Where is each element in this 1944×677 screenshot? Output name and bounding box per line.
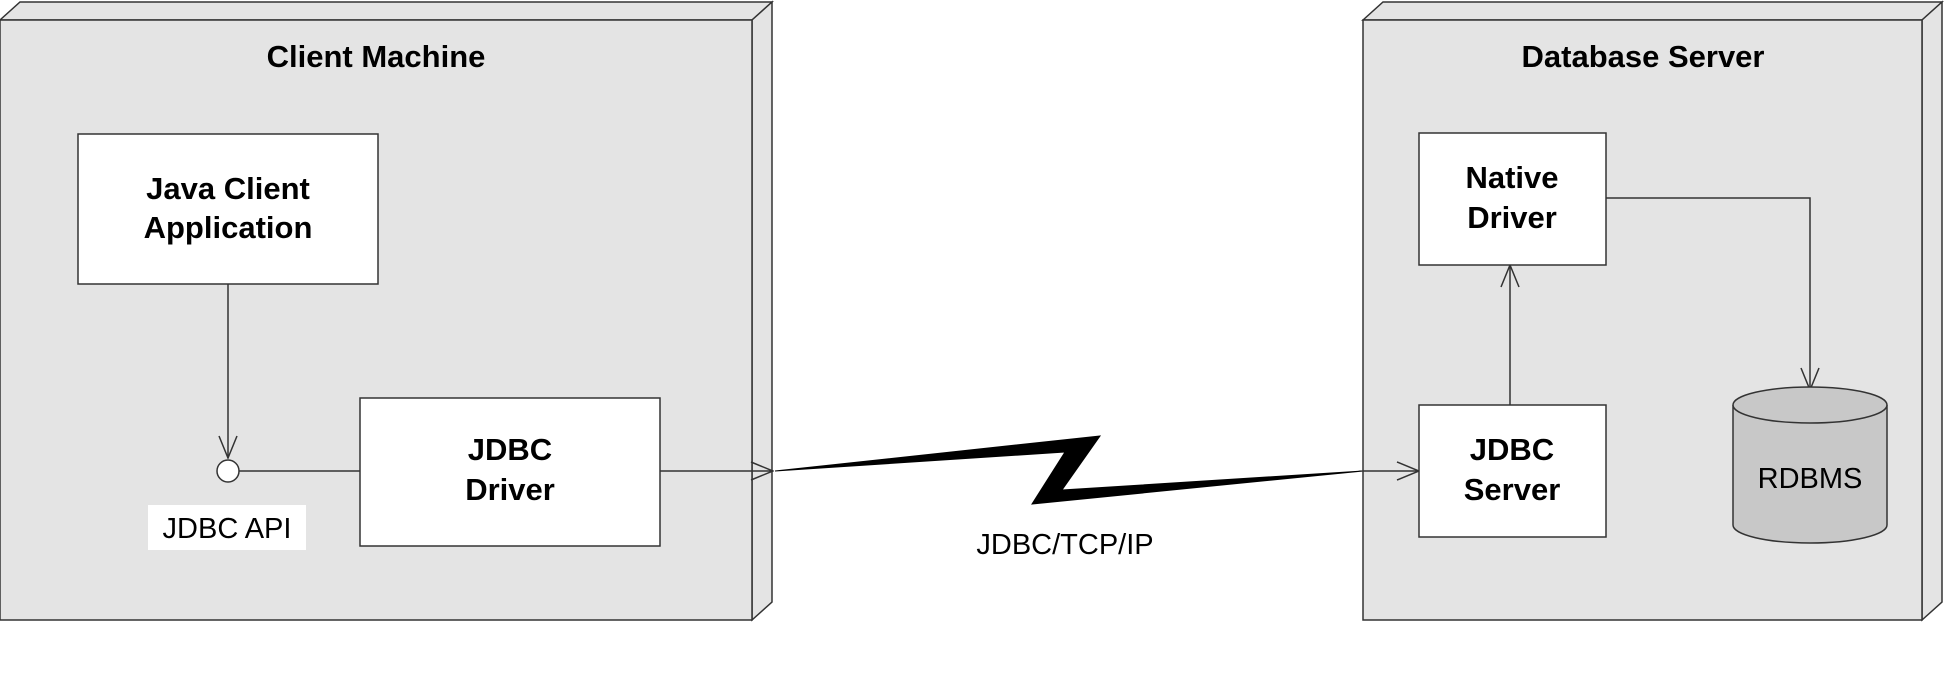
java-client-label-line1: Java Client (146, 171, 310, 206)
server-node-title: Database Server (1522, 39, 1765, 74)
database-label: RDBMS (1758, 463, 1863, 495)
java-client-box-outline (77, 133, 379, 285)
jdbc-server-box[interactable]: JDBC Server (1418, 404, 1607, 538)
database-cylinder-top (1732, 386, 1888, 424)
jdbc-driver-box[interactable]: JDBC Driver (359, 397, 661, 547)
client-node-top-face (0, 1, 774, 21)
protocol-label: JDBC/TCP/IP (976, 529, 1153, 561)
native-driver-to-rdbms-arrow (1606, 197, 1810, 390)
native-driver-label-line1: Native (1465, 160, 1558, 195)
interface-label: JDBC API (163, 513, 292, 545)
jdbc-driver-label-line2: Driver (465, 472, 555, 507)
java-client-label-line2: Application (144, 210, 313, 245)
jdbc-server-label-line1: JDBC (1470, 432, 1554, 467)
java-client-application-box[interactable]: Java Client Application (77, 133, 379, 285)
jdbc-server-box-outline (1418, 404, 1607, 538)
server-node-side-face (1921, 0, 1943, 622)
client-node-side-face (751, 0, 773, 622)
native-driver-label-line2: Driver (1467, 200, 1557, 235)
jdbc-server-label-line2: Server (1464, 472, 1561, 507)
jdbc-api-interface[interactable]: JDBC API (148, 459, 360, 550)
native-driver-box-outline (1418, 132, 1607, 266)
interface-lollipop-circle (216, 459, 240, 483)
rdbms-database[interactable]: RDBMS (1732, 386, 1888, 544)
interface-label-background (148, 505, 306, 550)
network-lightning-bolt-icon (774, 435, 1364, 505)
database-cylinder-body (1732, 405, 1888, 544)
server-node-top-face (1361, 1, 1944, 21)
jdbc-driver-label-line1: JDBC (468, 432, 552, 467)
client-node-title: Client Machine (267, 39, 486, 74)
jdbc-driver-box-outline (359, 397, 661, 547)
native-driver-box[interactable]: Native Driver (1418, 132, 1607, 266)
